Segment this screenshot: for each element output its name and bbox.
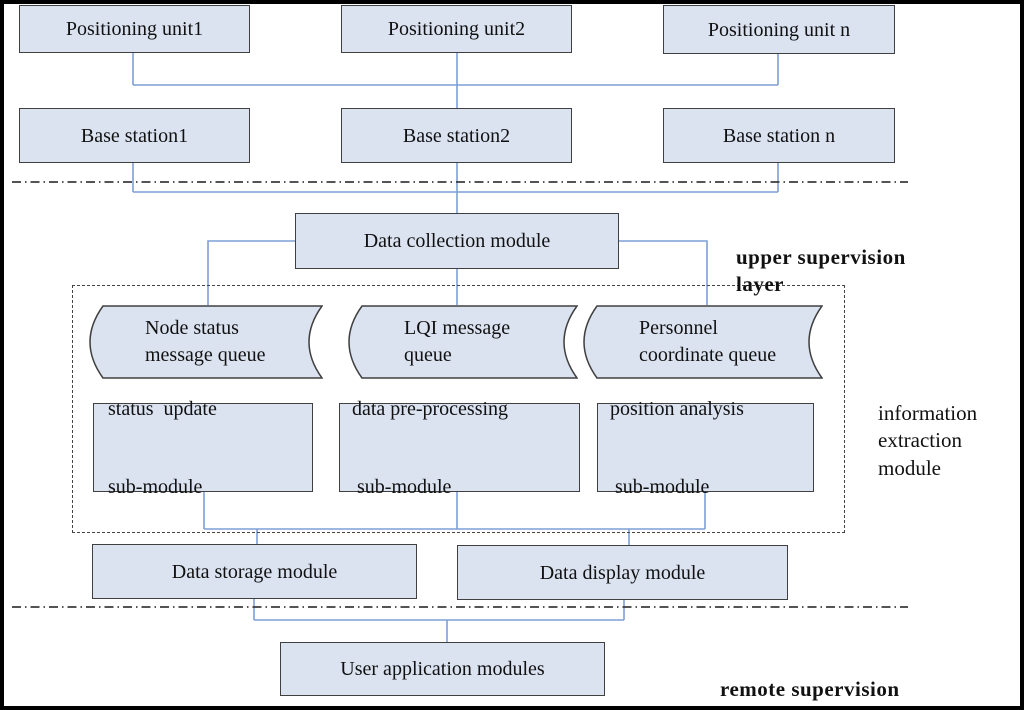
submodule-label: status update sub-module bbox=[108, 344, 217, 552]
node-data-storage-module: Data storage module bbox=[92, 544, 417, 599]
submodule-label: data pre-processing sub-module bbox=[352, 344, 508, 552]
node-base-station2: Base station2 bbox=[341, 108, 572, 163]
node-personnel-coordinate-queue: Personnel coordinate queue bbox=[582, 305, 823, 379]
node-positioning-unit2: Positioning unit2 bbox=[341, 5, 572, 53]
queue-label-line1: LQI message bbox=[404, 317, 511, 339]
queue-label: LQI message queue bbox=[374, 288, 510, 396]
submodule-label-line1: status update bbox=[108, 397, 217, 420]
node-node-status-message-queue: Node status message queue bbox=[88, 305, 323, 379]
queue-label-line1: Personnel bbox=[639, 317, 718, 339]
upper-supervision-layer-label: upper supervision layer bbox=[713, 216, 906, 327]
node-positioning-unit-n: Positioning unit n bbox=[663, 5, 895, 54]
node-lqi-message-queue: LQI message queue bbox=[347, 305, 578, 379]
remote-label-line1: remote supervision bbox=[720, 676, 900, 701]
submodule-label-line1: data pre-processing bbox=[352, 397, 509, 420]
node-user-application-modules: User application modules bbox=[280, 642, 605, 696]
upper-label-line2: layer bbox=[736, 272, 784, 297]
queue-shape bbox=[348, 305, 578, 379]
remote-label-line2: layer bbox=[720, 704, 768, 706]
queue-label-line1: Node status bbox=[145, 317, 239, 339]
submodule-label-line1: position analysis bbox=[610, 397, 744, 420]
queue-label: Personnel coordinate queue bbox=[609, 288, 776, 396]
queue-label-line2: queue bbox=[404, 344, 452, 366]
remote-supervision-layer-label: remote supervision layer bbox=[697, 648, 900, 706]
node-status-update-sub-module: status update sub-module bbox=[93, 398, 313, 498]
node-data-pre-processing-sub-module: data pre-processing sub-module bbox=[339, 398, 580, 498]
node-base-station-n: Base station n bbox=[663, 108, 895, 163]
node-base-station1: Base station1 bbox=[19, 108, 250, 163]
submodule-label-line2: sub-module bbox=[352, 475, 452, 498]
submodule-label-line2: sub-module bbox=[108, 475, 203, 498]
info-label-line1: information bbox=[878, 400, 978, 425]
information-extraction-module-label: information extraction module bbox=[857, 372, 977, 511]
information-extraction-container bbox=[72, 285, 845, 533]
info-label-line3: module bbox=[878, 456, 941, 481]
submodule-label-line2: sub-module bbox=[610, 475, 710, 498]
queue-shape bbox=[89, 305, 323, 379]
upper-label-line1: upper supervision bbox=[736, 244, 906, 269]
queue-label-line2: message queue bbox=[145, 344, 266, 366]
info-label-line2: extraction bbox=[878, 428, 962, 453]
queue-label: Node status message queue bbox=[115, 288, 266, 396]
submodule-label: position analysis sub-module bbox=[610, 344, 744, 552]
node-data-collection-module: Data collection module bbox=[295, 213, 619, 269]
node-position-analysis-sub-module: position analysis sub-module bbox=[597, 398, 814, 498]
queue-label-line2: coordinate queue bbox=[639, 344, 777, 366]
node-positioning-unit1: Positioning unit1 bbox=[19, 5, 250, 53]
node-data-display-module: Data display module bbox=[457, 545, 788, 600]
queue-shape bbox=[583, 305, 823, 379]
